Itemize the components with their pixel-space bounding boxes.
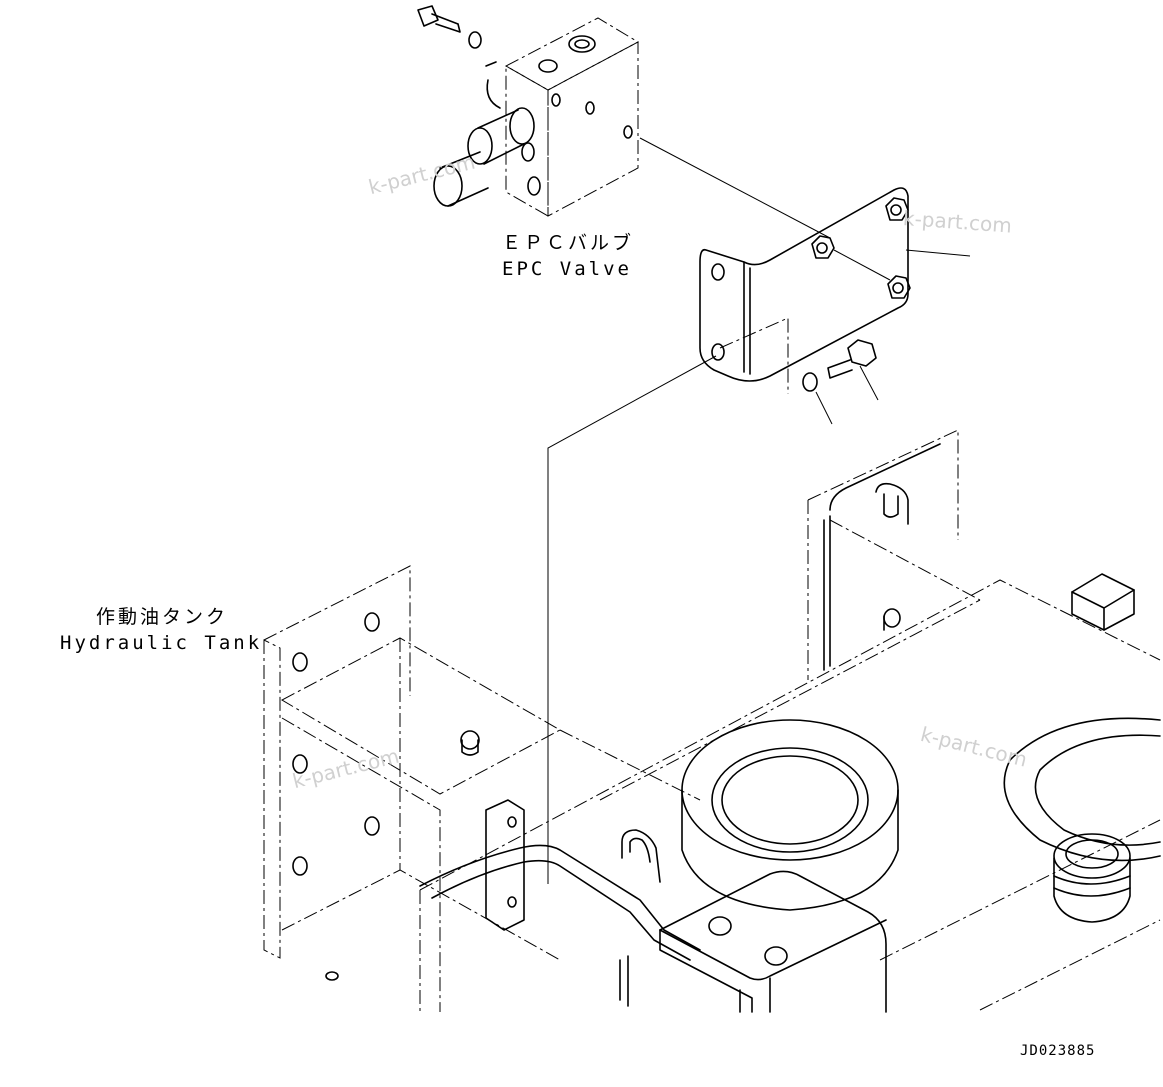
valve-leader-line — [639, 137, 831, 239]
drawing-code: JD023885 — [1020, 1043, 1096, 1059]
hydraulic-tank — [263, 429, 1161, 1013]
tank-leader-line — [547, 355, 717, 884]
hydraulic-tank-label-en: Hydraulic Tank — [60, 632, 263, 654]
epc-valve-label-en: EPC Valve — [502, 258, 632, 280]
epc-valve — [417, 5, 640, 217]
hydraulic-tank-label-ja: 作動油タンク — [96, 606, 229, 628]
mounting-bracket — [699, 187, 971, 382]
bolt-and-washer — [802, 339, 879, 425]
epc-valve-label-ja: ＥＰＣバルブ — [502, 232, 635, 254]
